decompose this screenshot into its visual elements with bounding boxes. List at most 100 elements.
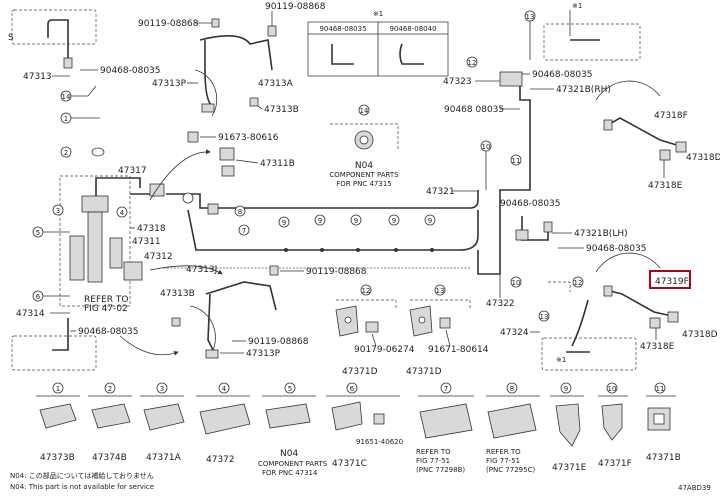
tube-47321-upper [166, 190, 479, 209]
label-47318: 47318 [137, 224, 166, 234]
callout-3-b: 3 [160, 385, 164, 393]
clip-77295c [487, 403, 537, 439]
label-47313p-bot: 47313P [246, 349, 281, 359]
callout-3-a: 3 [56, 207, 60, 215]
label-90468-08035-e: 90468-08035 [500, 199, 561, 209]
b-refer-b2: FIG 77-51 [486, 457, 520, 465]
callout-2-b: 2 [108, 385, 112, 393]
callout-6-b: 6 [350, 385, 355, 393]
callout-14-a: 14 [62, 93, 71, 101]
hose-47313a [199, 35, 273, 71]
label-47319f: 47319F [655, 277, 689, 287]
label-90119-08868-mid: 90119-08868 [306, 267, 367, 277]
rotor-arc-upper [194, 69, 218, 117]
clip-47371f [601, 403, 623, 441]
b-47373b: 47373B [40, 453, 75, 463]
callout-4-b: 4 [222, 385, 227, 393]
b-refer-b1: REFER TO [486, 448, 521, 456]
refer-a2: FIG 47-02 [84, 304, 128, 314]
detail-box-bottom-right [541, 337, 637, 371]
callout-11-a: 11 [512, 157, 521, 165]
x1-mark-b: ※1 [556, 356, 566, 364]
clip-47371e [555, 403, 581, 447]
note-jp: N04: この部品については補給しておりません [10, 471, 154, 480]
corner-mark: S [8, 33, 14, 43]
tube-47321b-lh [521, 216, 549, 241]
label-90468-08035-c: 90468-08035 [532, 70, 593, 80]
b-refer-a3: (PNC 77298B) [416, 466, 465, 474]
label-47313b-mid: 47313B [160, 289, 195, 299]
hose-47313-lower [205, 281, 277, 311]
callout-1-a: 1 [64, 115, 68, 123]
b-refer-a1: REFER TO [416, 448, 451, 456]
b-comp2: FOR PNC 47314 [262, 469, 318, 477]
label-47313j: 47313J [186, 265, 217, 275]
b-47371b: 47371B [646, 453, 681, 463]
label-47314: 47314 [16, 309, 45, 319]
label-90468-08035-b: 90468-08035 [78, 327, 139, 337]
callout-6-a: 6 [36, 293, 41, 301]
label-90119-08868-bot: 90119-08868 [248, 337, 309, 347]
master-cylinder-box [59, 175, 131, 307]
callout-9-d: 9 [428, 217, 432, 225]
b-47372: 47372 [206, 455, 235, 465]
b-47371f: 47371F [598, 459, 632, 469]
label-90119-08868-top2: 90119-08868 [265, 2, 326, 12]
b-refer-a2: FIG 77-51 [416, 457, 450, 465]
callout-5-a: 5 [36, 229, 40, 237]
label-47311b: 47311B [260, 159, 295, 169]
label-47318d-bot: 47318D [682, 330, 718, 340]
callout-5-b: 5 [288, 385, 292, 393]
tube-47317 [95, 177, 141, 196]
label-47318e-bot: 47318E [640, 342, 675, 352]
hose-47318f [605, 117, 681, 147]
callout-10-c: 10 [608, 385, 617, 393]
master-cylinder [81, 195, 109, 213]
callout-13-b: 13 [540, 313, 549, 321]
callout-9-a: 9 [318, 217, 322, 225]
b-47371a: 47371A [146, 453, 182, 463]
label-47321: 47321 [426, 187, 455, 197]
clip-47371a [143, 403, 185, 431]
label-90119-08868-top: 90119-08868 [138, 19, 199, 29]
callout-9-f: 9 [564, 385, 568, 393]
table-col1: 90468-08035 [319, 25, 366, 33]
label-47321b-rh: 47321B(RH) [556, 85, 611, 95]
detail-box-top-left [11, 9, 97, 45]
label-47322: 47322 [486, 299, 515, 309]
b-47371c: 47371C [332, 459, 367, 469]
label-47371d-a: 47371D [342, 367, 378, 377]
clip-47372 [199, 403, 251, 435]
callout-8-a: 8 [238, 208, 242, 216]
n04-a: N04 [355, 161, 373, 171]
highlight-47319f[interactable] [649, 270, 691, 289]
label-47312: 47312 [144, 252, 173, 262]
label-47318d-top: 47318D [686, 153, 720, 163]
callout-1-b: 1 [56, 385, 60, 393]
detail-box-bottom-left [11, 335, 97, 371]
callout-12-a: 12 [468, 59, 477, 67]
hose-47319f [605, 289, 673, 317]
callout-12-b: 12 [574, 279, 583, 287]
label-47313b-top: 47313B [264, 105, 299, 115]
label-47318f: 47318F [654, 111, 688, 121]
clip-47373b [39, 403, 77, 429]
callout-13-c: 13 [436, 287, 445, 295]
callout-9-e: 9 [282, 219, 286, 227]
callout-7-b: 7 [444, 385, 448, 393]
b-47371e: 47371E [552, 463, 587, 473]
label-47318e-top: 47318E [648, 181, 683, 191]
label-91671-80614: 91671-80614 [428, 345, 489, 355]
b-comp1: COMPONENT PARTS [258, 460, 328, 468]
detail-box-top-right [543, 23, 641, 61]
label-90468-08035-d: 90468 08035 [444, 105, 504, 115]
label-90468-08035-a: 90468-08035 [100, 66, 161, 76]
callout-13-a: 13 [526, 13, 535, 21]
b-91651-40620: 91651-40620 [356, 438, 403, 446]
refer-a1: REFER TO [84, 295, 129, 305]
callout-7-a: 7 [242, 227, 246, 235]
label-47313a: 47313A [258, 79, 294, 89]
clip-08035 [331, 44, 354, 65]
clip-77298b [419, 403, 473, 439]
tube-47321b-rh [499, 86, 531, 226]
